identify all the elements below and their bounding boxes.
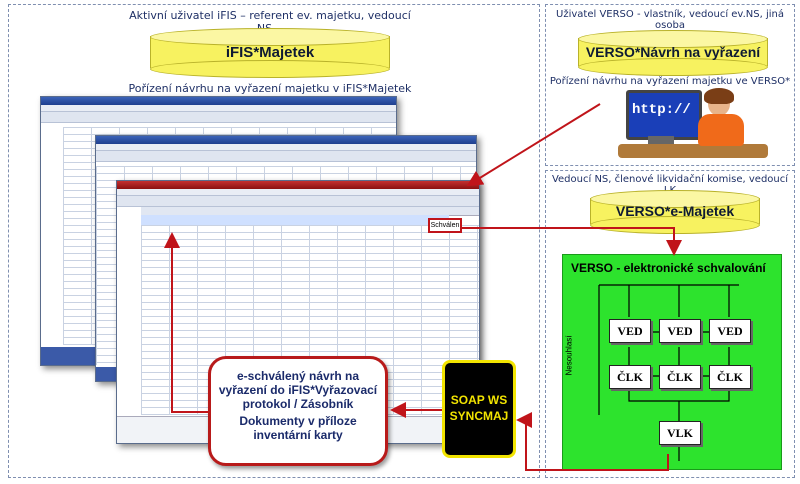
left-panel-caption: Pořízení návrhu na vyřazení majetku v iF… [128,82,412,95]
verso-emajetek-label: VERSO*e-Majetek [615,203,735,219]
soap-ws-syncmaj: SOAP WS SYNCMAJ [442,360,516,458]
right-top-panel [545,4,795,166]
user-computer-illustration: http:// [618,88,788,164]
schvalen-field: Schválen [428,218,462,233]
vlk-node: VLK [659,421,701,445]
http-screen-text: http:// [632,102,691,118]
callout-line-4: Dokumenty v příloze [239,414,357,428]
soap-line-1: SOAP WS [450,393,508,407]
ifis-majetek-label: iFIS*Majetek [225,44,315,61]
ved-node-2: VED [659,319,701,343]
callout-line-5: inventární karty [253,428,343,442]
approval-workflow: VERSO - elektronické schvalování Nesouhl… [562,254,782,470]
verso-navrh-database: VERSO*Návrh na vyřazení [578,30,768,76]
ved-node-1: VED [609,319,651,343]
clk-node-1: ČLK [609,365,651,389]
callout-line-2: vyřazení do iFIS*Vyřazovací [218,383,378,397]
soap-line-2: SYNCMAJ [449,409,509,423]
callout-line-3: protokol / Zásobník [242,397,354,411]
clk-node-3: ČLK [709,365,751,389]
right-top-caption: Pořízení návrhu na vyřazení majetku ve V… [549,76,791,87]
verso-emajetek-database: VERSO*e-Majetek [590,190,760,234]
ved-node-3: VED [709,319,751,343]
callout-line-1: e-schválený návrh na [236,369,360,383]
clk-node-2: ČLK [659,365,701,389]
workflow-title: VERSO - elektronické schvalování [571,261,766,275]
right-bottom-panel [545,170,795,478]
e-approved-callout: e-schválený návrh na vyřazení do iFIS*Vy… [208,356,388,466]
verso-navrh-label: VERSO*Návrh na vyřazení [585,44,761,60]
ifis-majetek-database: iFIS*Majetek [150,28,390,78]
workflow-connectors [598,284,739,461]
right-top-header: Uživatel VERSO - vlastník, vedoucí ev.NS… [556,9,784,31]
